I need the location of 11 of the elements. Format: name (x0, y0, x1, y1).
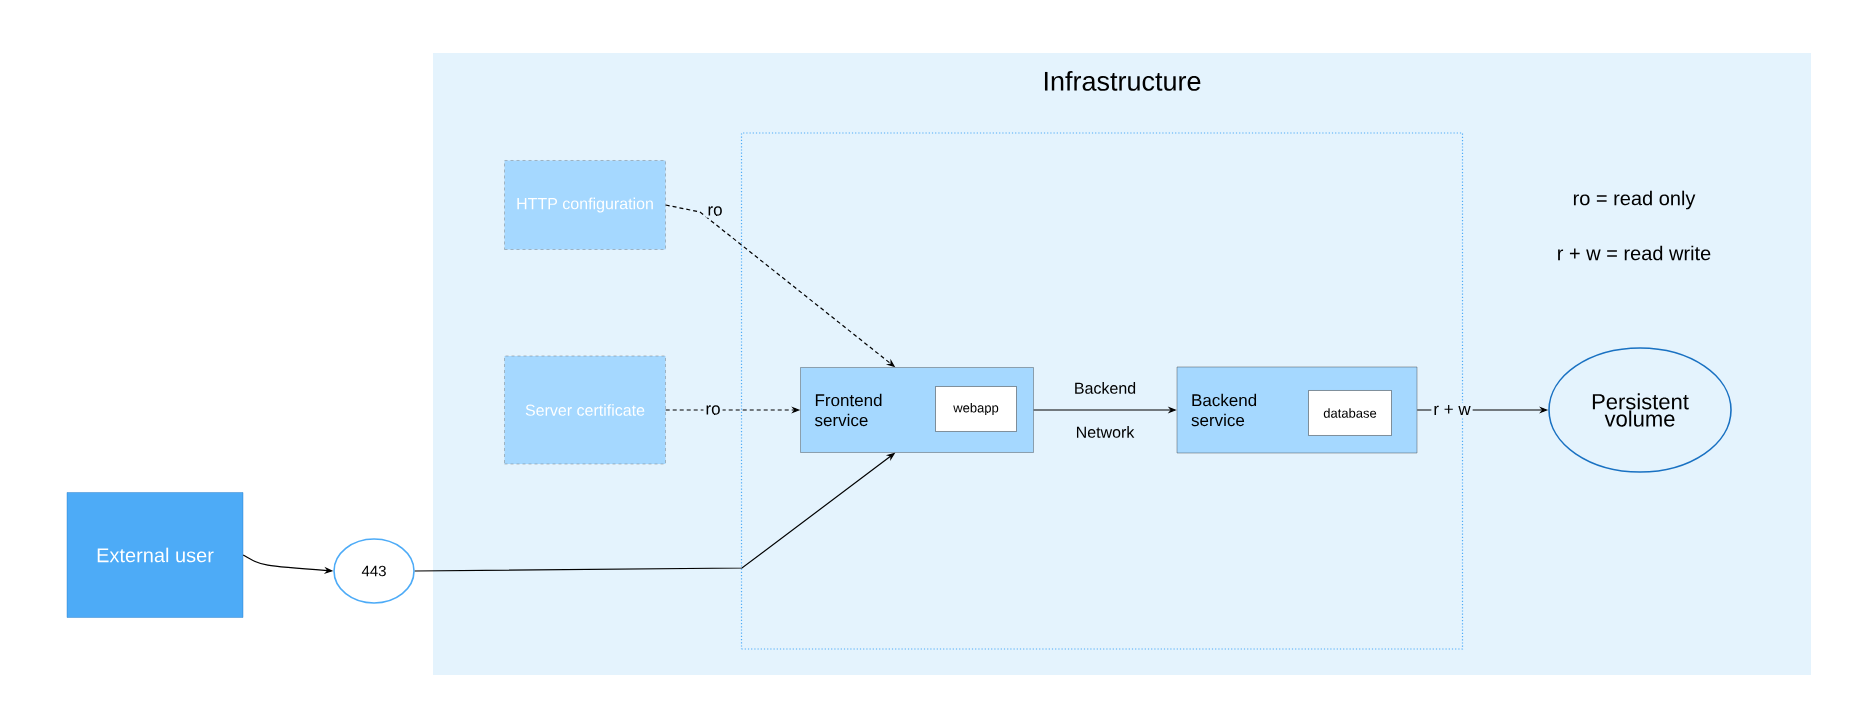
component-box: database (1308, 390, 1392, 436)
note-text: ro = read only (1573, 190, 1696, 210)
config-box: HTTP configuration (504, 160, 666, 250)
edge-label: ro (705, 204, 725, 218)
edge-label: Backend Network (1075, 382, 1136, 438)
component-box: webapp (935, 386, 1017, 432)
note-text: r + w = read write (1558, 245, 1711, 261)
user-box: External user (66, 492, 244, 618)
config-box: Server certificate (504, 355, 666, 465)
edge-label: ro (703, 403, 723, 417)
edge-label: r + w (1431, 403, 1473, 417)
